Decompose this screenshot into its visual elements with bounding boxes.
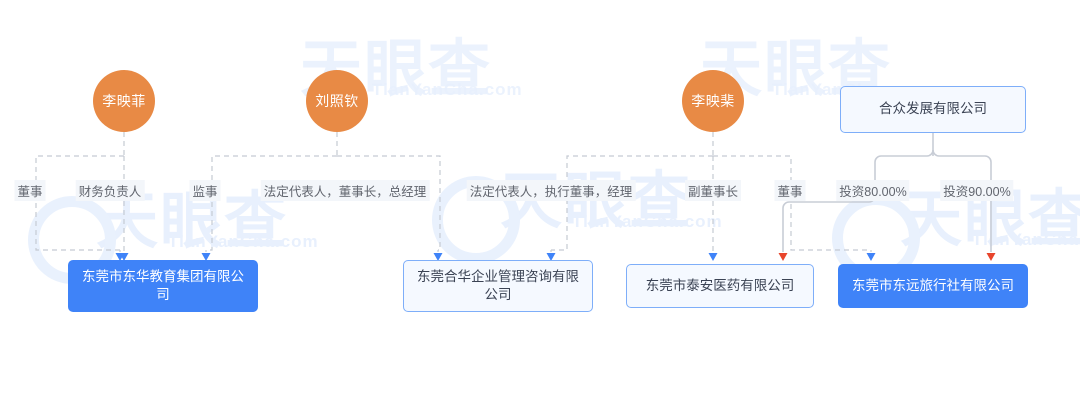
edge-label-dongshi-2: 董事	[774, 180, 806, 201]
edge-label-dongshi-1: 董事	[14, 180, 46, 201]
person-node-li-ying-fei-2[interactable]: 李映棐	[682, 70, 744, 132]
company-node-taian-yiyao[interactable]: 东莞市泰安医药有限公司	[626, 264, 814, 308]
person-node-li-ying-fei[interactable]: 李映菲	[93, 70, 155, 132]
company-label: 东莞市泰安医药有限公司	[645, 277, 795, 293]
company-node-donghua-jiaoyu[interactable]: 东莞市东华教育集团有限公司	[68, 260, 258, 312]
company-label: 合众发展有限公司	[879, 101, 987, 117]
edge-label-caiwu-fuzeren: 财务负责人	[75, 180, 145, 201]
edge-label-text: 董事	[777, 185, 803, 199]
person-label: 李映菲	[102, 93, 146, 109]
edge-invest80-top	[874, 149, 934, 163]
edge-e3-path	[206, 155, 337, 251]
company-node-hehua-qiye[interactable]: 东莞合华企业管理咨询有限公司	[403, 260, 593, 312]
edge-label-touzi-80: 投资80.00%	[836, 180, 910, 201]
person-label: 李映棐	[691, 93, 735, 109]
edge-e1-path	[35, 155, 124, 251]
edge-e5-path	[551, 155, 713, 251]
company-node-hezhong-fazhan[interactable]: 合众发展有限公司	[840, 86, 1026, 133]
edge-label-text: 投资80.00%	[839, 185, 907, 199]
arrow-e3-icon	[201, 253, 211, 261]
company-label: 东莞合华企业管理咨询有限公司	[417, 268, 579, 302]
edge-e4-path	[337, 155, 441, 251]
dashed-arrowheads	[115, 253, 876, 261]
company-label: 东莞市东华教育集团有限公司	[82, 268, 244, 302]
edge-label-text: 财务负责人	[78, 185, 142, 199]
edge-label-jianshi: 监事	[189, 180, 221, 201]
person-label: 刘照钦	[315, 93, 359, 109]
edge-label-text: 法定代表人，执行董事，经理	[469, 185, 633, 199]
edge-label-touzi-90: 投资90.00%	[940, 180, 1014, 201]
edge-label-fading-daibiao-zhixing-dongshi-jingli: 法定代表人，执行董事，经理	[466, 180, 636, 201]
company-label: 东莞市东远旅行社有限公司	[852, 277, 1014, 293]
person-node-liu-zhao-qin[interactable]: 刘照钦	[306, 70, 368, 132]
solid-arrowheads	[778, 253, 996, 261]
edge-label-text: 董事	[17, 185, 43, 199]
edge-label-fu-dongshizhang: 副董事长	[684, 180, 742, 201]
arrow-invest90-icon	[986, 253, 996, 261]
arrow-e5-icon	[546, 253, 556, 261]
edge-invest80-path	[782, 162, 876, 252]
edge-label-text: 监事	[192, 185, 218, 199]
edge-label-fading-daibiao-dongshizhang-zongjingli: 法定代表人，董事长，总经理	[260, 180, 430, 201]
arrow-e7-icon	[866, 253, 876, 261]
edge-label-text: 副董事长	[687, 185, 739, 199]
company-node-dongyuan-lvxingshe[interactable]: 东莞市东远旅行社有限公司	[838, 264, 1028, 308]
arrow-e6-icon	[708, 253, 718, 261]
arrow-invest80-icon	[778, 253, 788, 261]
edge-label-text: 投资90.00%	[943, 185, 1011, 199]
arrow-e4-icon	[433, 253, 443, 261]
edge-invest90-top	[932, 149, 992, 163]
arrow-e2-icon	[119, 253, 129, 261]
edge-label-text: 法定代表人，董事长，总经理	[263, 185, 427, 199]
edge-e7-path	[713, 155, 871, 251]
